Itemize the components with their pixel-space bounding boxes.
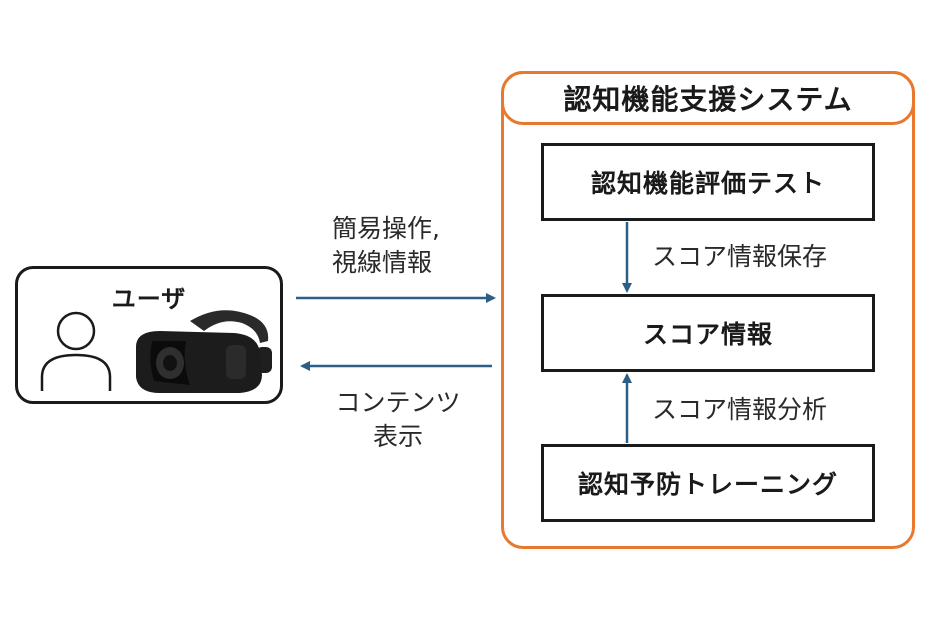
system-title: 認知機能支援システム	[501, 71, 915, 125]
flow-label-to-user-line2: 表示	[372, 422, 423, 451]
person-outline-icon	[40, 311, 112, 391]
flow-label-to-system-line2: 視線情報	[332, 248, 433, 277]
edge-label-save: スコア情報保存	[652, 242, 828, 271]
flow-label-to-user: コンテンツ 表示	[318, 386, 478, 454]
vr-headset-icon	[136, 310, 272, 393]
edge-label-analyze: スコア情報分析	[652, 395, 828, 424]
node-eval-test: 認知機能評価テスト	[541, 143, 875, 221]
user-box: ユーザ	[15, 266, 283, 404]
user-title: ユーザ	[111, 285, 187, 313]
flow-label-to-system-line1: 簡易操作,	[332, 214, 440, 243]
node-training: 認知予防トレーニング	[541, 444, 875, 522]
node-score-info: スコア情報	[541, 294, 875, 372]
flow-label-to-system: 簡易操作, 視線情報	[332, 212, 440, 280]
flow-label-to-user-line1: コンテンツ	[335, 388, 461, 417]
